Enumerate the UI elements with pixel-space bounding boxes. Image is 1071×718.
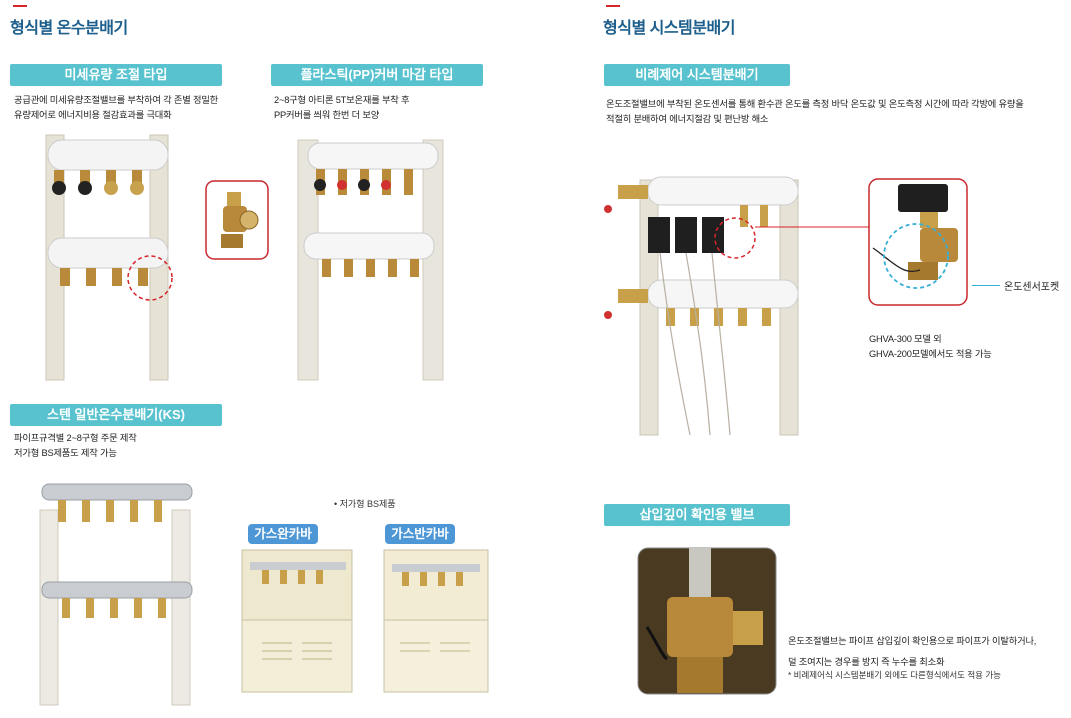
section-title-right: 형식별 시스템분배기: [603, 20, 735, 37]
section-title-left: 형식별 온수분배기: [10, 20, 128, 37]
note-other-types: * 비례제어식 시스템분배기 외에도 다른형식에서도 적용 가능: [788, 670, 1001, 680]
desc-proportional-line2: 적절히 분배하여 에너지절감 및 편난방 해소: [606, 114, 769, 124]
desc-micro-flow: 공급관에 미세유량조절밸브를 부착하여 각 존별 정밀한 유량제어로 에너지비용…: [14, 93, 218, 123]
label-gas-full-cover: 가스완카바: [248, 524, 318, 544]
system-distributor-image: [604, 176, 870, 436]
desc-pp-cover-line1: 2~8구형 아티론 5T보온재를 부착 후: [274, 95, 410, 105]
desc-stainless-line1: 파이프규격별 2~8구형 주문 제작: [14, 433, 137, 443]
model-line2: GHVA-200모델에서도 적용 가능: [869, 349, 992, 359]
title-accent-right: [606, 5, 620, 7]
gas-half-cover-image: [383, 549, 489, 693]
desc-micro-flow-line2: 유량제어로 에너지비용 절감효과를 극대화: [14, 110, 172, 120]
model-compatibility: GHVA-300 모델 외 GHVA-200모델에서도 적용 가능: [869, 332, 992, 362]
desc-stainless-ks: 파이프규격별 2~8구형 주문 제작 저가형 BS제품도 제작 가능: [14, 431, 137, 461]
desc-stainless-line2: 저가형 BS제품도 제작 가능: [14, 448, 117, 458]
label-proportional-control: 비례제어 시스템분배기: [604, 64, 790, 86]
sensor-callout-line: [972, 285, 1000, 286]
desc-pp-cover: 2~8구형 아티론 5T보온재를 부착 후 PP커버를 씌워 한번 더 보양: [274, 93, 410, 123]
valve-zoom-inset: [205, 180, 269, 260]
label-stainless-ks: 스텐 일반온수분배기(KS): [10, 404, 222, 426]
sensor-zoom-inset: [868, 178, 968, 306]
micro-flow-manifold-image: [45, 134, 173, 381]
desc-micro-flow-line1: 공급관에 미세유량조절밸브를 부착하여 각 존별 정밀한: [14, 95, 219, 105]
desc-proportional-line1: 온도조절밸브에 부착된 온도센서를 통해 환수관 온도를 측정 바닥 온도값 및…: [606, 99, 1024, 109]
label-gas-half-cover: 가스반카바: [385, 524, 455, 544]
pp-cover-manifold-image: [297, 139, 444, 381]
label-micro-flow: 미세유량 조절 타입: [10, 64, 222, 86]
title-accent-left: [13, 5, 27, 7]
model-line1: GHVA-300 모델 외: [869, 334, 942, 344]
label-pp-cover: 플라스틱(PP)커버 마감 타입: [271, 64, 483, 86]
desc-pp-cover-line2: PP커버를 씌워 한번 더 보양: [274, 110, 380, 120]
desc-insertion-line1: 온도조절밸브는 파이프 삽입깊이 확인용으로 파이프가 이탈하거나,: [788, 636, 1037, 646]
desc-insertion-valve: 온도조절밸브는 파이프 삽입깊이 확인용으로 파이프가 이탈하거나, 덜 조여지…: [788, 631, 1036, 673]
gas-full-cover-image: [241, 549, 353, 693]
label-sensor-socket: 온도센서포켓: [1004, 282, 1060, 293]
insertion-valve-image: [637, 547, 777, 695]
note-low-cost-bs: • 저가형 BS제품: [334, 499, 396, 509]
stainless-manifold-image: [39, 483, 193, 706]
label-insertion-depth-valve: 삽입깊이 확인용 밸브: [604, 504, 790, 526]
desc-proportional-control: 온도조절밸브에 부착된 온도센서를 통해 환수관 온도를 측정 바닥 온도값 및…: [606, 97, 1024, 127]
desc-insertion-line2: 덜 조여지는 경우를 방지 즉 누수를 최소화: [788, 657, 945, 667]
